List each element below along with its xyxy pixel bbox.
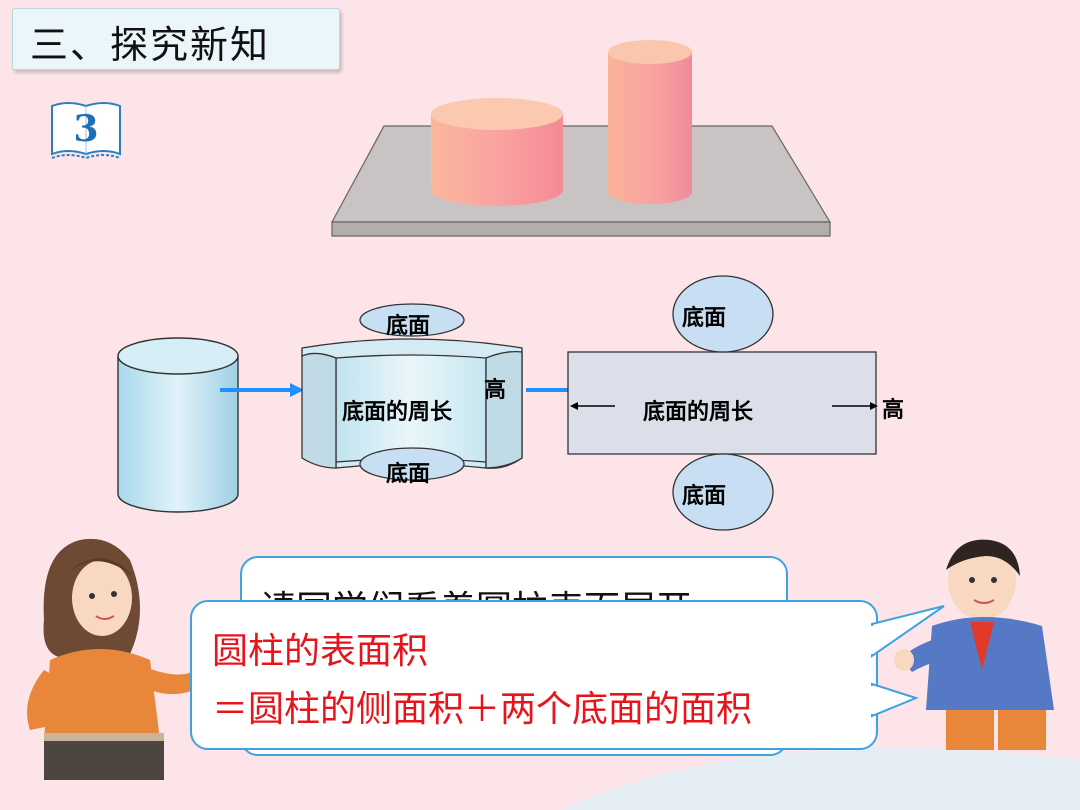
rect-height-label: 高 xyxy=(882,398,905,423)
title-box xyxy=(12,8,340,70)
formula-line-1: 圆柱的表面积 xyxy=(212,631,429,672)
background-wave xyxy=(560,747,1080,810)
unrolling-cylinder xyxy=(301,303,523,481)
teacher-figure xyxy=(27,538,212,780)
page-title: 三、探究新知 xyxy=(30,23,271,67)
curved-circumference-label: 底面的周长 xyxy=(342,400,453,425)
curved-height-label: 高 xyxy=(484,378,507,403)
rect-circumference-label: 底面的周长 xyxy=(643,400,754,425)
cylinders-illustration xyxy=(330,40,832,237)
formula-line-2: ＝圆柱的侧面积＋两个底面的面积 xyxy=(212,689,753,730)
student-figure xyxy=(894,539,1054,750)
rect-top-base-label: 底面 xyxy=(682,306,727,331)
bottom-base-label-curved: 底面 xyxy=(386,462,431,487)
badge-number: 3 xyxy=(73,108,99,150)
surface-unfold-diagram xyxy=(117,275,878,531)
blue-cylinder xyxy=(117,337,239,513)
formula-bubble-tail xyxy=(870,605,945,718)
unrolled-net xyxy=(567,275,878,531)
book-icon xyxy=(51,102,121,160)
top-base-label-curved: 底面 xyxy=(386,314,431,339)
formula-speech-bubble: 圆柱的表面积 ＝圆柱的侧面积＋两个底面的面积 xyxy=(190,600,878,750)
rect-bottom-base-label: 底面 xyxy=(682,484,727,509)
